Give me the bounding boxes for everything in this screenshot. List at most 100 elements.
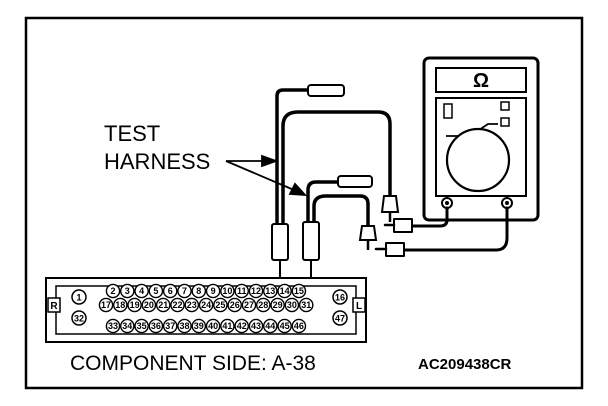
pin-2: [105, 283, 121, 299]
pin-label-18: 18: [115, 300, 125, 310]
pin-10: [220, 283, 235, 299]
pin-label-30: 30: [287, 300, 297, 310]
pin-label-43: 43: [251, 321, 261, 331]
pin-47: [332, 310, 348, 326]
pin-label-38: 38: [179, 321, 189, 331]
pin-label-21: 21: [158, 300, 168, 310]
pin-label-23: 23: [187, 300, 197, 310]
pin-46: [291, 318, 307, 334]
pin-24: [198, 297, 214, 313]
label-arrows: [225, 154, 308, 197]
pin-32: [71, 310, 87, 326]
pin-16: [332, 289, 348, 305]
outer-frame: [24, 16, 584, 390]
connector-plug-right: [302, 221, 320, 284]
pin-label-11: 11: [237, 286, 247, 296]
harness-wire-upper: [275, 88, 392, 234]
pin-label-5: 5: [153, 286, 158, 296]
meter-switch: [443, 103, 453, 119]
pin-11: [234, 283, 249, 299]
pin-36: [148, 318, 164, 334]
pin-29: [270, 297, 285, 313]
svg-text:16: 16: [335, 293, 345, 303]
pin-15: [291, 283, 307, 299]
marker-right-box: [47, 297, 61, 313]
label-test: TEST: [104, 121, 160, 146]
pin-label-10: 10: [222, 286, 232, 296]
pin-25: [213, 297, 228, 313]
figure-code: AC209438CR: [418, 356, 512, 373]
marker-left: L: [356, 301, 362, 312]
pin-33: [105, 318, 121, 334]
pin-label-6: 6: [168, 286, 173, 296]
pin-3: [120, 283, 135, 299]
pin-13: [262, 283, 278, 299]
pin-37: [162, 318, 178, 334]
pin-label-31: 31: [301, 300, 311, 310]
pin-label-39: 39: [194, 321, 204, 331]
svg-text:1: 1: [76, 293, 81, 303]
pin-45: [277, 318, 292, 334]
pin-28: [255, 297, 271, 313]
pin-26: [227, 297, 242, 313]
pin-label-20: 20: [144, 300, 154, 310]
pin-label-24: 24: [201, 300, 211, 310]
pin-21: [155, 297, 171, 313]
pin-label-25: 25: [215, 300, 225, 310]
pin-31: [298, 297, 314, 313]
pin-label-34: 34: [122, 321, 132, 331]
harness-wire-lower: [306, 180, 370, 228]
meter-indicator-bottom: [500, 117, 510, 127]
pin-label-29: 29: [273, 300, 283, 310]
pin-label-40: 40: [208, 321, 218, 331]
pin-label-45: 45: [280, 321, 290, 331]
pin-label-3: 3: [125, 286, 130, 296]
connector-plug-left: [271, 223, 289, 284]
pin-39: [191, 318, 207, 334]
pin-label-35: 35: [137, 321, 147, 331]
pin-label-46: 46: [294, 321, 304, 331]
pin-7: [177, 283, 192, 299]
pin-label-8: 8: [196, 286, 201, 296]
pin-27: [241, 297, 257, 313]
pin-40: [205, 318, 221, 334]
pin-label-17: 17: [101, 300, 111, 310]
pin-20: [141, 297, 157, 313]
pin-6: [162, 283, 178, 299]
pin-9: [205, 283, 221, 299]
label-harness: HARNESS: [104, 149, 210, 174]
meter-leads: [374, 206, 509, 257]
pin-label-22: 22: [172, 300, 182, 310]
pin-label-13: 13: [265, 286, 275, 296]
pin-30: [284, 297, 300, 313]
pin-label-14: 14: [280, 286, 290, 296]
meter-indicator-top: [500, 101, 510, 111]
pin-label-7: 7: [182, 286, 187, 296]
svg-text:32: 32: [74, 314, 84, 324]
pin-label-27: 27: [244, 300, 254, 310]
pin-label-41: 41: [222, 321, 232, 331]
pin-label-42: 42: [237, 321, 247, 331]
pin-label-33: 33: [108, 321, 118, 331]
ohmmeter-icon: Ω: [422, 56, 540, 222]
pin-42: [234, 318, 249, 334]
test-probe-icon: [307, 84, 400, 222]
pin-label-4: 4: [139, 286, 144, 296]
pin-35: [134, 318, 149, 334]
pin-43: [248, 318, 264, 334]
pin-19: [127, 297, 142, 313]
pin-44: [262, 318, 278, 334]
pin-38: [177, 318, 192, 334]
pin-label-28: 28: [258, 300, 268, 310]
pin-8: [191, 283, 207, 299]
pin-label-2: 2: [110, 286, 115, 296]
pin-41: [220, 318, 235, 334]
pin-18: [113, 297, 128, 313]
pin-label-15: 15: [294, 286, 304, 296]
pin-14: [277, 283, 292, 299]
pin-label-19: 19: [130, 300, 140, 310]
